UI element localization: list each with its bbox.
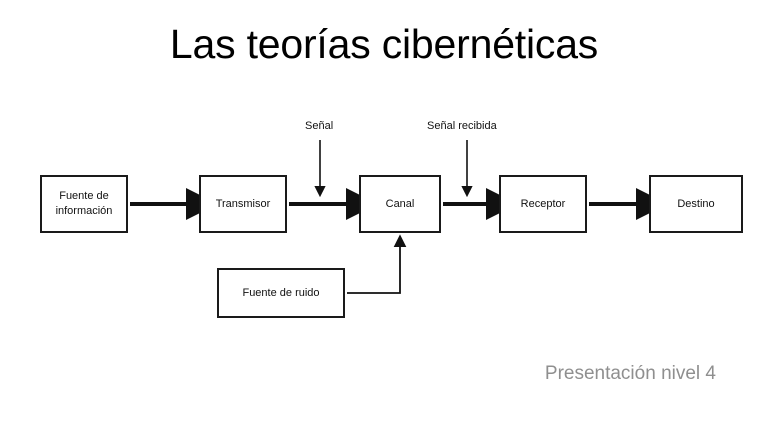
diagram-connectors [130, 140, 668, 294]
node-label: Fuente de ruido [242, 286, 320, 299]
node-destino[interactable]: Destino [649, 175, 743, 233]
node-transmisor[interactable]: Transmisor [199, 175, 287, 233]
annotation-senal: Señal [305, 120, 334, 132]
node-label: Destino [677, 197, 715, 210]
shannon-weaver-diagram: Fuente de información Transmisor Canal R… [0, 100, 768, 340]
annotation-senal-recibida: Señal recibida [427, 120, 497, 132]
page-title: Las teorías cibernéticas [169, 21, 599, 67]
footer-note: Presentación nivel 4 [544, 363, 716, 384]
arrow-ruido-to-canal [347, 234, 407, 294]
node-fuente-ruido[interactable]: Fuente de ruido [217, 268, 345, 318]
node-label: Fuente de información [55, 190, 113, 217]
node-fuente-informacion[interactable]: Fuente de información [40, 175, 128, 233]
node-canal[interactable]: Canal [359, 175, 441, 233]
node-label: Canal [385, 197, 415, 210]
node-label: Receptor [520, 197, 566, 210]
node-receptor[interactable]: Receptor [499, 175, 587, 233]
node-label: Transmisor [215, 197, 271, 210]
